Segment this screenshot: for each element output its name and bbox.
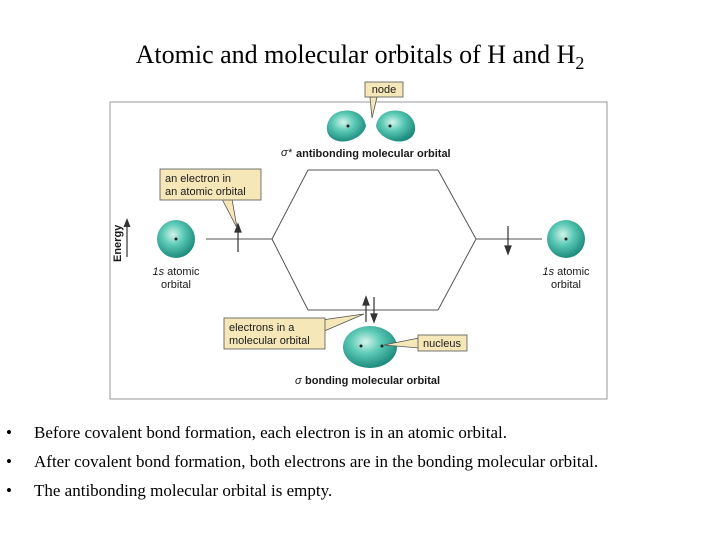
node-callout: node bbox=[364, 81, 404, 119]
bullet-marker: • bbox=[6, 481, 12, 500]
right-orbital-label: orbital bbox=[551, 279, 581, 291]
callout-text: molecular orbital bbox=[229, 335, 310, 347]
nucleus-dot bbox=[174, 237, 178, 241]
arrow-up-head bbox=[362, 295, 370, 306]
page-title: Atomic and molecular orbitals of H and H… bbox=[0, 40, 720, 74]
energy-levels bbox=[206, 169, 542, 311]
energy-arrow-icon bbox=[123, 218, 131, 227]
bonding-label: bonding molecular orbital bbox=[305, 375, 440, 387]
energy-axis: Energy bbox=[112, 218, 131, 262]
right-orbital-label: 1s atomic bbox=[542, 266, 590, 278]
callout-text: an electron in bbox=[165, 173, 231, 185]
connector bbox=[437, 238, 477, 311]
title-text: Atomic and molecular orbitals of H and H bbox=[135, 40, 576, 69]
antibonding-symbol: σ* bbox=[281, 147, 293, 159]
bullet-text: The antibonding molecular orbital is emp… bbox=[34, 481, 333, 500]
connector bbox=[437, 169, 477, 240]
bullet-list: • Before covalent bond formation, each el… bbox=[6, 418, 716, 505]
bonding-orbital-icon bbox=[343, 326, 397, 368]
bullet-text: Before covalent bond formation, each ele… bbox=[34, 423, 507, 442]
electrons-molecular-callout: electrons in a molecular orbital bbox=[223, 313, 365, 350]
orbital-diagram: Energy node σ* antibonding molecular orb… bbox=[109, 81, 608, 400]
bonding-symbol: σ bbox=[295, 375, 302, 387]
bullet-item: • The antibonding molecular orbital is em… bbox=[6, 476, 716, 505]
bullet-marker: • bbox=[6, 423, 12, 442]
connector bbox=[271, 169, 309, 240]
callout-text: electrons in a bbox=[229, 322, 295, 334]
nucleus-label: nucleus bbox=[423, 338, 461, 350]
antibonding-label: antibonding molecular orbital bbox=[296, 148, 451, 160]
left-orbital-label: orbital bbox=[161, 279, 191, 291]
electron-atomic-callout: an electron in an atomic orbital bbox=[159, 168, 262, 229]
bullet-text: After covalent bond formation, both elec… bbox=[34, 452, 599, 471]
node-label: node bbox=[372, 84, 396, 96]
bullet-item: • Before covalent bond formation, each el… bbox=[6, 418, 716, 447]
connector bbox=[271, 238, 309, 311]
bullet-item: • After covalent bond formation, both ele… bbox=[6, 447, 716, 476]
electron-arrows bbox=[234, 222, 512, 324]
bullet-marker: • bbox=[6, 452, 12, 471]
left-orbital-label: 1s atomic bbox=[152, 266, 200, 278]
nucleus-dot bbox=[564, 237, 568, 241]
nucleus-callout: nucleus bbox=[383, 334, 468, 352]
antibonding-orbital-icon bbox=[326, 110, 416, 142]
title-subscript: 2 bbox=[575, 53, 585, 73]
arrow-down-head bbox=[370, 313, 378, 324]
energy-label: Energy bbox=[112, 224, 124, 262]
arrow-up-head bbox=[234, 222, 242, 233]
callout-text: an atomic orbital bbox=[165, 186, 246, 198]
arrow-down-head bbox=[504, 245, 512, 256]
